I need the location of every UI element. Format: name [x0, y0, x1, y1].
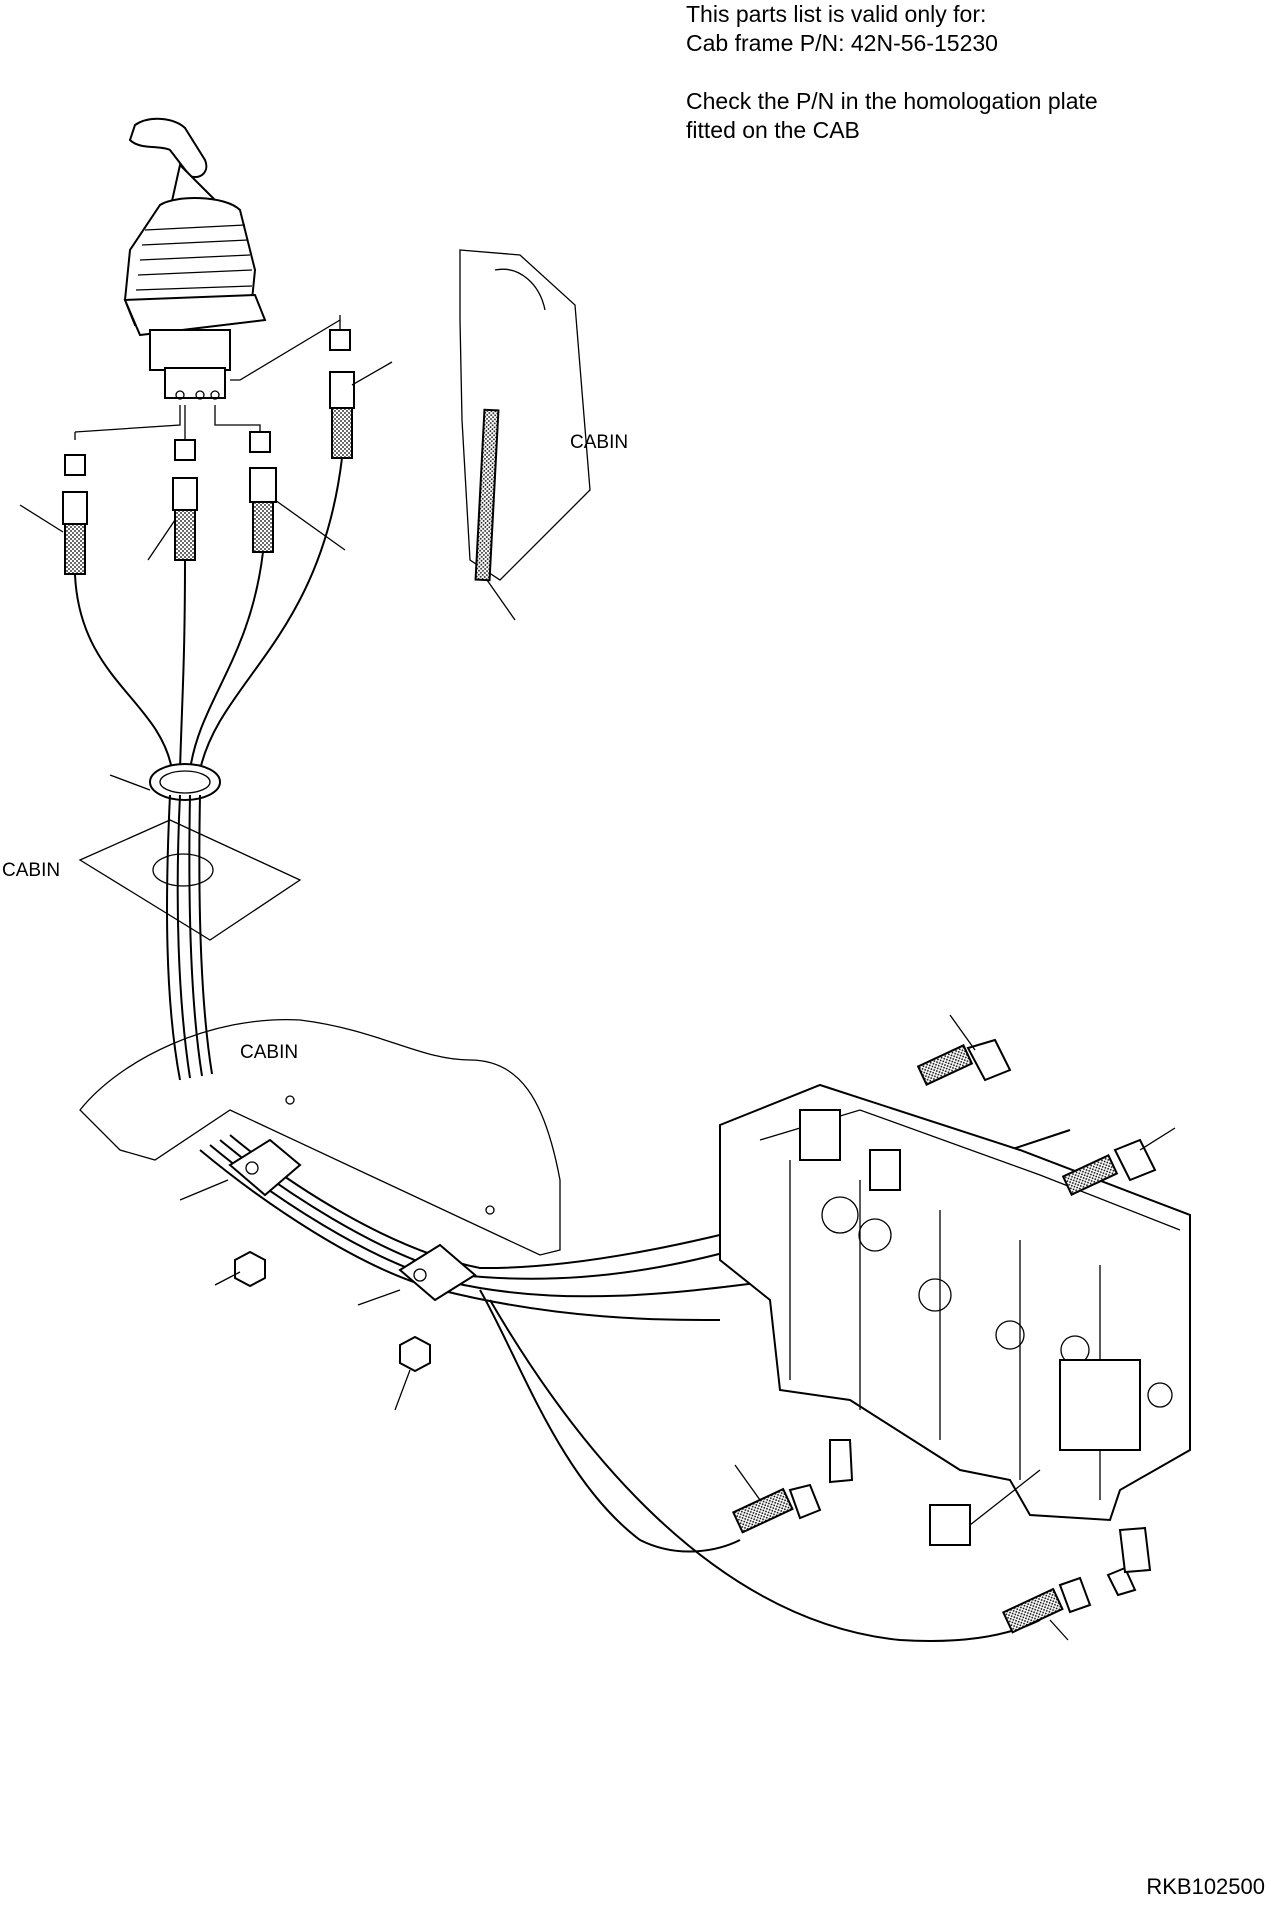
joystick-lever [123, 117, 267, 400]
note-line-1: This parts list is valid only for: [686, 1, 987, 27]
grommet [149, 763, 221, 801]
clamp-1 [228, 1138, 302, 1197]
elbow-fitting-top-2 [1061, 1138, 1157, 1196]
cabin-panel [79, 1018, 561, 1256]
label-cabin-top: CABIN [570, 432, 629, 453]
adapter-fittings [64, 329, 351, 476]
note-line-3: Check the P/N in the homologation plate [686, 88, 1098, 114]
figure-id: RKB102500 [1146, 1874, 1265, 1899]
nuts [234, 1250, 431, 1373]
label-cabin-floor: CABIN [240, 1042, 299, 1063]
hose-ends [62, 371, 355, 575]
clamp-2 [398, 1243, 477, 1302]
validity-note: This parts list is valid only for: Cab f… [686, 0, 1098, 145]
cabin-window-inset [459, 249, 591, 621]
label-cabin-left: CABIN [2, 860, 61, 881]
elbow-fitting-top-1 [916, 1038, 1012, 1086]
note-line-4: fitted on the CAB [686, 117, 860, 143]
elbow-fitting-bottom-2 [1001, 1526, 1152, 1634]
note-line-2: Cab frame P/N: 42N-56-15230 [686, 30, 998, 56]
elbow-fitting-bottom-1 [731, 1439, 854, 1534]
sensor-connector [929, 1504, 971, 1546]
